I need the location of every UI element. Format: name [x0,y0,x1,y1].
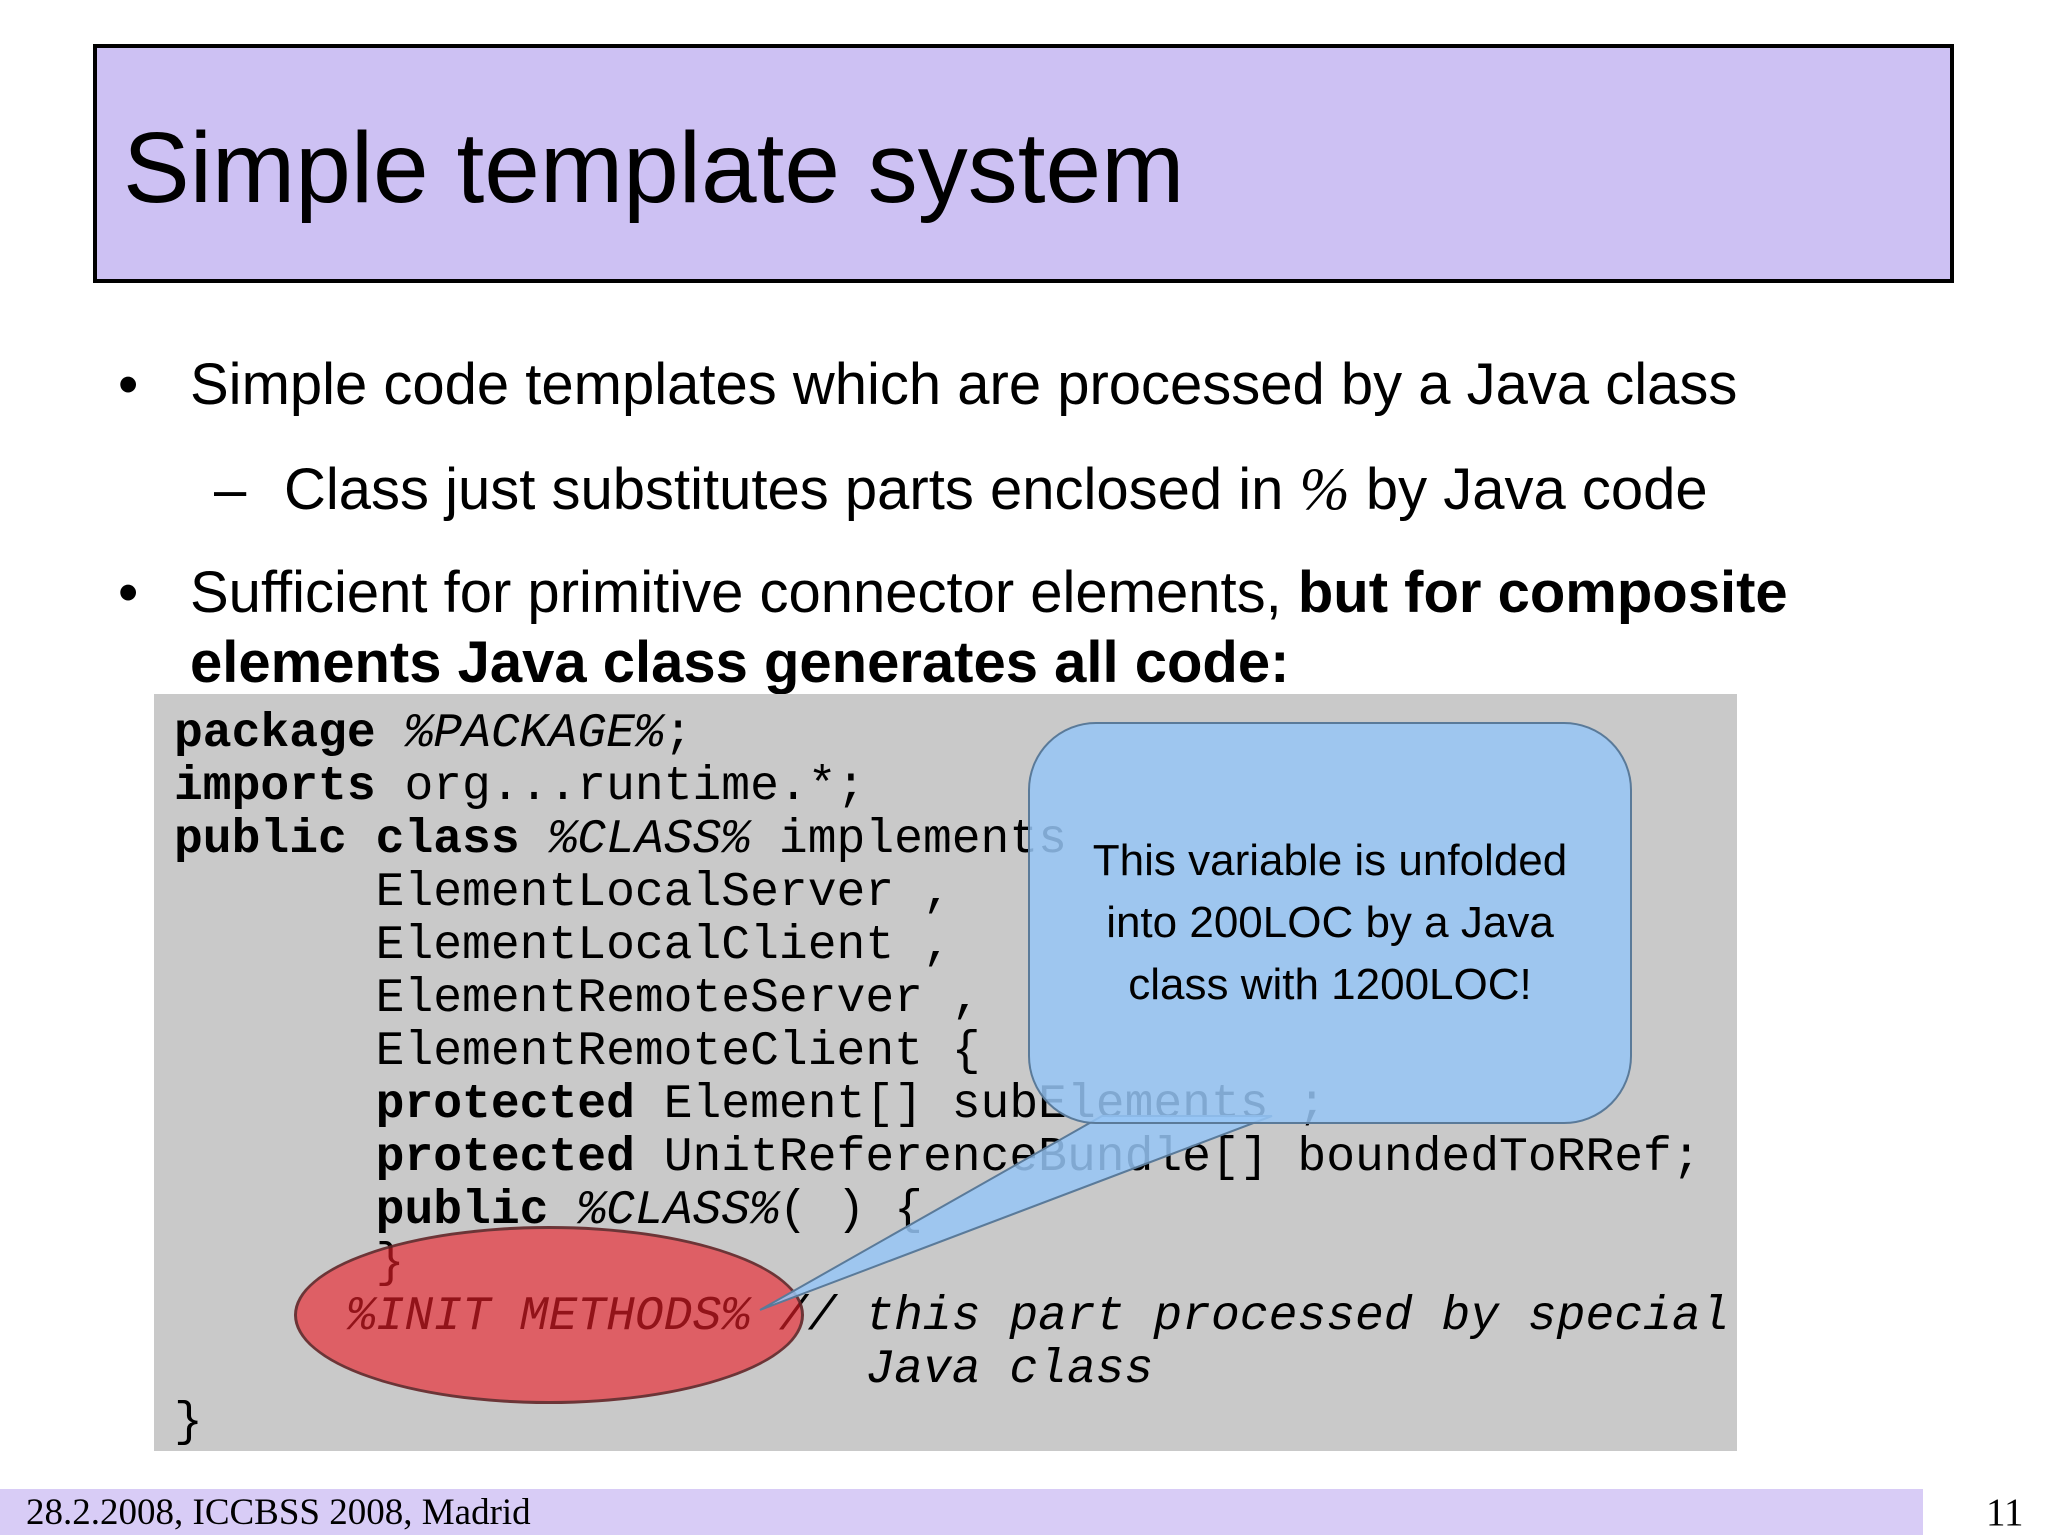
sub-bullet-dash: – [214,457,247,522]
bullet-1-text: Simple code templates which are processe… [190,352,1738,417]
code-line: protected UnitReferenceBundle[] boundedT… [375,1131,1701,1185]
footer-text: 28.2.2008, ICCBSS 2008, Madrid [26,1491,531,1533]
bullet-dot: • [118,560,139,625]
code-line: ElementLocalClient , [174,919,952,973]
code-listing: package %PACKAGE%;imports org...runtime.… [154,694,1729,1450]
highlight-ellipse [294,1226,804,1404]
code-line: imports org...runtime.*; [174,760,866,814]
code-line: Java class [865,1343,1154,1397]
footer-bar: 28.2.2008, ICCBSS 2008, Madrid [0,1489,1923,1535]
code-line: ElementLocalServer , [174,866,952,920]
page-number: 11 [1986,1491,2024,1534]
code-line: public class %CLASS% implements [174,813,1067,867]
code-line: ElementRemoteServer , [174,972,981,1026]
code-line: ElementRemoteClient { [174,1025,981,1079]
page-title: Simple template system [123,112,1185,224]
bullet-dot: • [118,352,139,417]
code-line: package %PACKAGE%; [174,707,693,761]
bullet-2-line-1: Sufficient for primitive connector eleme… [190,560,1788,625]
bullet-2-line-2: elements Java class generates all code: [190,630,1290,695]
title-box: Simple template system [93,44,1954,283]
code-line: } [174,1396,203,1450]
code-line: public %CLASS%( ) { [375,1184,923,1238]
sub-bullet-text: Class just substitutes parts enclosed in… [284,456,1708,523]
